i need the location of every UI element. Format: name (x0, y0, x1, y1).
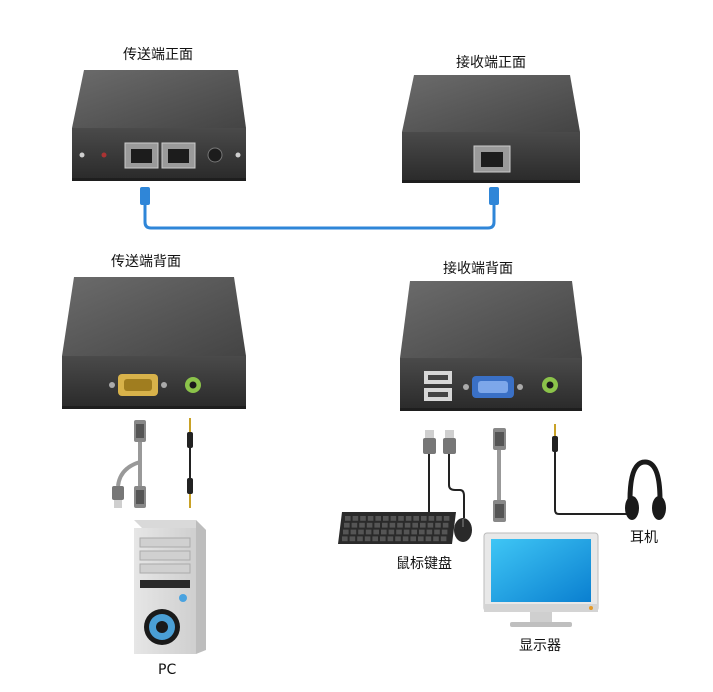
rj45-port (473, 145, 511, 173)
label-receiver-back: 接收端背面 (443, 261, 513, 277)
label-receiver-front: 接收端正面 (456, 55, 526, 71)
receiver-back-box (400, 281, 582, 411)
mouse-icon (454, 518, 472, 542)
label-monitor: 显示器 (519, 638, 561, 654)
monitor-icon (483, 532, 599, 627)
rj45-port-2 (161, 142, 196, 169)
sender-back-box (62, 277, 246, 409)
audio-port (185, 377, 201, 393)
receiver-cables (423, 424, 630, 522)
keyboard-icon (338, 512, 456, 544)
sender-front-box (72, 70, 246, 181)
rj45-port-1 (124, 142, 159, 169)
receiver-front-box (402, 75, 580, 183)
headphones-icon (625, 459, 666, 520)
pc-tower-icon (134, 520, 206, 654)
vga-port (472, 376, 514, 398)
label-sender-back: 传送端背面 (111, 254, 181, 270)
label-pc: PC (158, 662, 177, 678)
network-cable (140, 187, 499, 230)
audio-port (542, 377, 558, 393)
usb-ports (424, 371, 452, 401)
vga-port (118, 374, 158, 396)
label-sender-front: 传送端正面 (123, 47, 193, 63)
label-keyboard-mouse: 鼠标键盘 (396, 556, 452, 572)
sender-cables (112, 418, 193, 508)
label-headphones: 耳机 (630, 530, 658, 546)
